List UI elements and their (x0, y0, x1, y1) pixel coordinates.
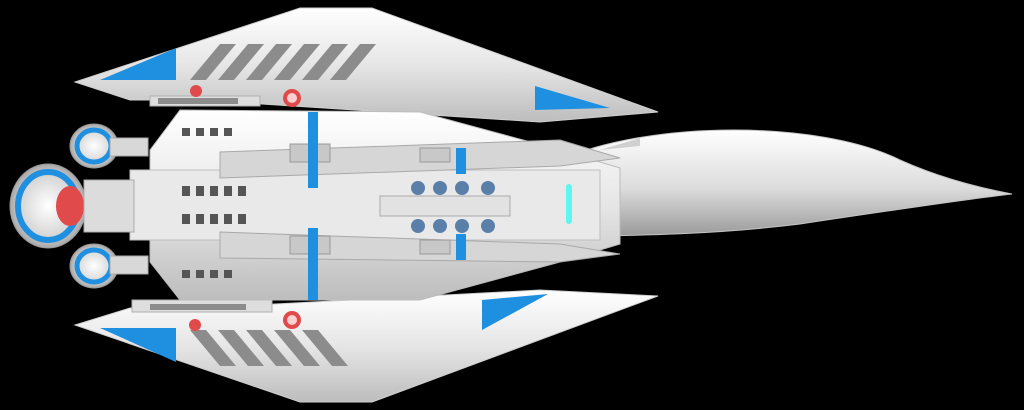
bottom-wing (73, 289, 659, 403)
upper-engine (69, 123, 149, 169)
top-wing-stripes (190, 44, 376, 80)
lower-engine (69, 243, 149, 289)
bottom-wing-blue-triangle-left (100, 328, 176, 362)
top-wing-blue-triangle-left (100, 48, 176, 80)
cockpit-light (566, 184, 572, 224)
main-engine (9, 163, 135, 249)
bottom-wing-stripes (190, 330, 348, 366)
top-wing (73, 7, 659, 123)
hull-windows (182, 128, 246, 278)
upper-blue-band (308, 112, 318, 188)
lower-blue-band (308, 228, 318, 300)
nose-spike (559, 129, 1013, 237)
top-wing-blue-triangle-right (535, 86, 610, 110)
top-wing-thruster-icon (190, 85, 202, 97)
rear-engines (9, 123, 149, 289)
fuselage (129, 109, 621, 301)
bottom-wing-thruster-icon (189, 319, 201, 331)
pod-cluster (379, 181, 511, 233)
main-engine-nozzle-icon (56, 186, 84, 226)
bottom-wing-blue-triangle-right (482, 294, 548, 330)
